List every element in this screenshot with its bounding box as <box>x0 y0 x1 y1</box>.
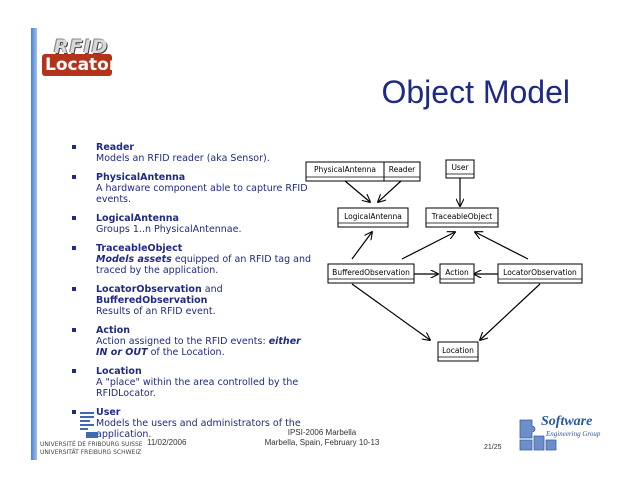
uml-box-buffered-observation: BufferedObservation <box>327 263 415 284</box>
bullet-mark <box>72 410 76 414</box>
bullet-name: PhysicalAntenna <box>96 172 186 183</box>
uml-box-location: Location <box>437 341 479 362</box>
uml-label: PhysicalAntenna <box>314 165 376 174</box>
uml-box-physical-antenna: PhysicalAntenna <box>305 161 385 182</box>
bullet-name: LogicalAntenna <box>96 213 179 224</box>
bullet-desc: Models an RFID reader (aka Sensor). <box>96 153 270 164</box>
uml-label: User <box>451 163 469 172</box>
uml-label: LogicalAntenna <box>344 212 402 221</box>
bullet-mark <box>72 328 76 332</box>
bullet-list: Reader Models an RFID reader (aka Sensor… <box>72 142 312 448</box>
bullet-desc-tail: of the Location. <box>147 347 225 358</box>
bullet-reader: Reader Models an RFID reader (aka Sensor… <box>72 142 312 164</box>
page-number: 21/25 <box>484 444 502 451</box>
bullet-action: Action Action assigned to the RFID event… <box>72 325 312 358</box>
bullet-desc: Results of an RFID event. <box>96 306 216 317</box>
university-name: UNIVERSITÉ DE FRIBOURG SUISSE UNIVERSITÄ… <box>40 441 143 457</box>
uml-label: TraceableObject <box>431 212 492 221</box>
bullet-name-b: BufferedObservation <box>96 295 208 306</box>
uml-class-diagram: PhysicalAntenna Reader User LogicalAnten… <box>305 159 583 362</box>
edge-buffered-to-location <box>351 283 430 340</box>
uml-box-locator-observation: LocatorObservation <box>497 263 583 284</box>
rfid-locator-logo: RFID Locator <box>40 36 117 78</box>
bullet-desc: Models the users and administrators of t… <box>96 418 301 440</box>
bullet-mark <box>72 369 76 373</box>
uml-label: Reader <box>389 165 416 174</box>
bullet-name: LocatorObservation and BufferedObservati… <box>96 284 312 306</box>
uml-box-reader: Reader <box>383 161 421 182</box>
bullet-name: Location <box>96 366 142 377</box>
uml-label: BufferedObservation <box>332 268 410 277</box>
edge-locator-to-traceable <box>475 232 529 260</box>
group-name: Software <box>541 414 593 429</box>
bullet-user: User Models the users and administrators… <box>72 407 312 440</box>
uml-label: Location <box>442 346 474 355</box>
bullet-desc: A "place" within the area controlled by … <box>96 377 299 399</box>
logo-bottom-text: Locator <box>42 54 117 76</box>
bullet-desc-emphasis: either IN or OUT <box>96 336 301 358</box>
uml-label: Action <box>445 268 469 277</box>
university-line-2: UNIVERSITÄT FREIBURG SCHWEIZ <box>40 449 142 456</box>
bullet-name: TraceableObject <box>96 243 183 254</box>
bullet-desc: Groups 1..n PhysicalAntennae. <box>96 224 242 235</box>
bullet-logical-antenna: LogicalAntenna Groups 1..n PhysicalAnten… <box>72 213 312 235</box>
bullet-name: User <box>96 407 121 418</box>
slide-date: 11/02/2006 <box>147 438 187 447</box>
bullet-mark <box>72 175 76 179</box>
group-subtitle: Engineering Group <box>546 430 601 438</box>
university-line-1: UNIVERSITÉ DE FRIBOURG SUISSE <box>40 441 143 448</box>
bullet-name-a: LocatorObservation <box>96 284 202 295</box>
bullet-desc-emphasis: Models assets <box>96 254 172 265</box>
uml-box-traceable-object: TraceableObject <box>425 207 499 228</box>
bullet-location: Location A "place" within the area contr… <box>72 366 312 399</box>
conference-line-1: IPSI-2006 Marbella <box>287 428 357 437</box>
bullet-physical-antenna: PhysicalAntenna A hardware component abl… <box>72 172 312 205</box>
bullet-observations: LocatorObservation and BufferedObservati… <box>72 284 312 317</box>
left-accent-bar <box>31 28 37 460</box>
conference-info: IPSI-2006 Marbella Marbella, Spain, Febr… <box>262 428 382 448</box>
slide-title: Object Model <box>381 74 570 110</box>
edge-buffered-to-logical <box>351 232 372 260</box>
edge-locator-to-location <box>480 283 541 340</box>
uml-label: LocatorObservation <box>503 268 577 277</box>
edge-buffered-to-traceable <box>401 232 455 260</box>
uml-box-logical-antenna: LogicalAntenna <box>337 207 409 228</box>
bullet-name: Reader <box>96 142 135 153</box>
uml-box-user: User <box>445 159 475 179</box>
bullet-mark <box>72 145 76 149</box>
bullet-mark <box>72 216 76 220</box>
bullet-traceable-object: TraceableObject Models assets equipped o… <box>72 243 312 276</box>
bullet-desc: Action assigned to the RFID events: <box>96 336 269 347</box>
bullet-desc: A hardware component able to capture RFI… <box>96 183 308 205</box>
bullet-name-conj: and <box>201 284 223 295</box>
conference-line-2: Marbella, Spain, February 10-13 <box>264 438 380 447</box>
bullet-mark <box>72 246 76 250</box>
bullet-mark <box>72 287 76 291</box>
bullet-desc: equipped of an RFID tag and traced by th… <box>96 254 312 276</box>
edge-reader-to-logical <box>378 180 402 202</box>
diagram-edges <box>344 178 541 340</box>
bullet-name: Action <box>96 325 131 336</box>
uml-box-action: Action <box>439 263 475 284</box>
university-fribourg-logo-icon <box>80 412 98 438</box>
edge-physical-to-logical <box>344 180 370 202</box>
logo-top-text: RFID <box>54 36 109 58</box>
software-engineering-group-logo-icon <box>519 419 557 451</box>
